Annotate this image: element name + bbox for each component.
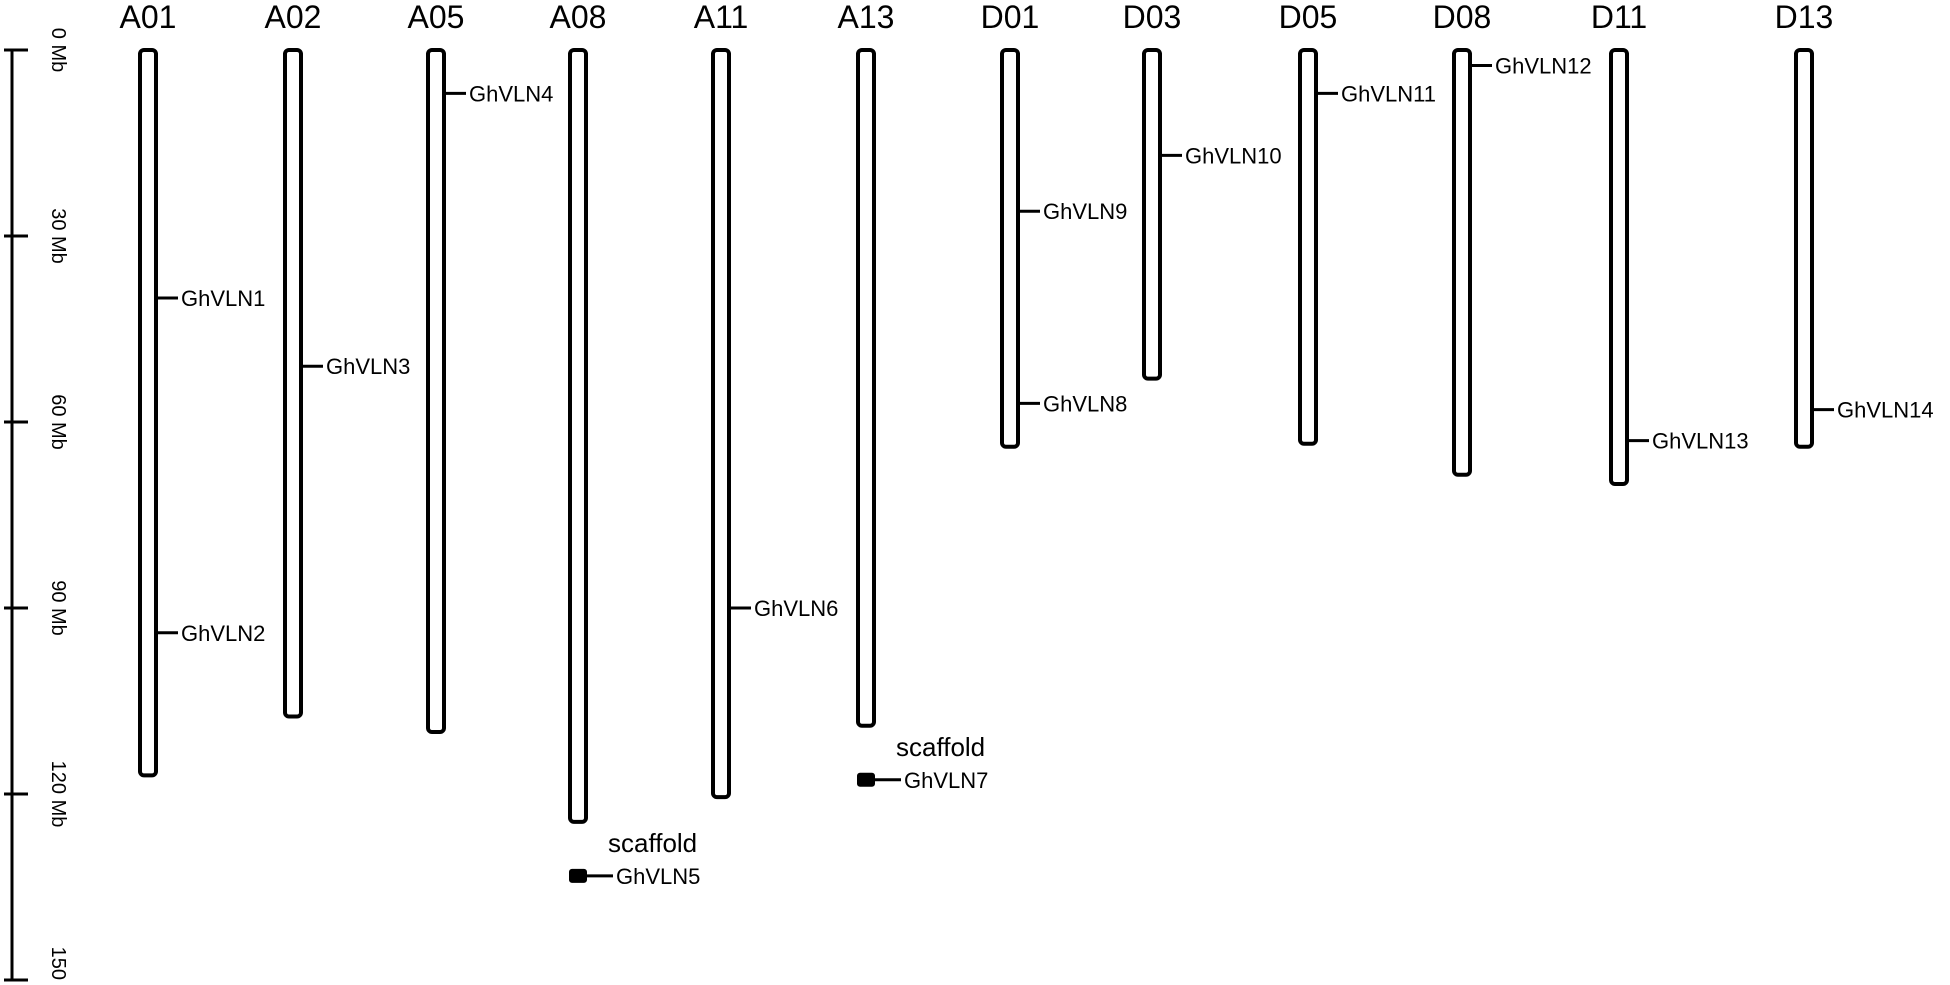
chromosome-bar (1452, 48, 1472, 477)
chromosome-bar (1142, 48, 1162, 381)
scaffold-label: scaffold (896, 732, 985, 762)
gene-label: GhVLN12 (1495, 54, 1592, 79)
chromosome-label: A01 (120, 0, 177, 35)
gene-label: GhVLN6 (754, 596, 838, 621)
scale-tick-label: 0 Mb (47, 28, 69, 72)
scale-tick-label: 90 Mb (47, 580, 69, 636)
gene-label: GhVLN2 (181, 621, 265, 646)
chromosome-bar (283, 48, 303, 719)
chromosome-bar (1609, 48, 1629, 486)
chromosome-label: D03 (1123, 0, 1182, 35)
chromosome-label: D13 (1775, 0, 1834, 35)
gene-label: GhVLN3 (326, 354, 410, 379)
chromosome-bar (1298, 48, 1318, 446)
scale-tick-label: 150 Mb (47, 947, 69, 985)
chromosome-label: D11 (1591, 0, 1647, 35)
chromosome-bar (1794, 48, 1814, 449)
scale-tick-label: 30 Mb (47, 208, 69, 264)
chromosome-bar (568, 48, 588, 824)
scaffold-label: scaffold (608, 828, 697, 858)
gene-label: GhVLN14 (1837, 398, 1934, 423)
gene-label: GhVLN4 (469, 81, 553, 106)
scaffold-bar (569, 868, 587, 883)
scale-tick-label: 60 Mb (47, 394, 69, 450)
chromosome-bar (426, 48, 446, 734)
chromosome-label: A05 (408, 0, 465, 35)
chromosome-bar (856, 48, 876, 728)
chromosome-label: A08 (550, 0, 607, 35)
gene-label: GhVLN11 (1341, 81, 1436, 106)
gene-label: GhVLN1 (181, 286, 265, 311)
chromosome-bar (1000, 48, 1020, 449)
gene-label: GhVLN10 (1185, 143, 1282, 168)
chromosome-bar (711, 48, 731, 800)
gene-label: GhVLN7 (904, 768, 988, 793)
gene-label: GhVLN5 (616, 864, 700, 889)
chromosome-label: D05 (1279, 0, 1338, 35)
chromosome-label: A11 (694, 0, 749, 35)
chromosome-label: D08 (1433, 0, 1492, 35)
chromosome-label: A02 (265, 0, 322, 35)
chromosome-bar (138, 48, 158, 778)
scaffold-bar (857, 772, 875, 787)
gene-label: GhVLN9 (1043, 199, 1127, 224)
chromosome-label: A13 (838, 0, 895, 35)
gene-label: GhVLN13 (1652, 429, 1749, 454)
chromosome-label: D01 (981, 0, 1040, 35)
gene-label: GhVLN8 (1043, 391, 1127, 416)
scale-tick-label: 120 Mb (47, 761, 69, 828)
